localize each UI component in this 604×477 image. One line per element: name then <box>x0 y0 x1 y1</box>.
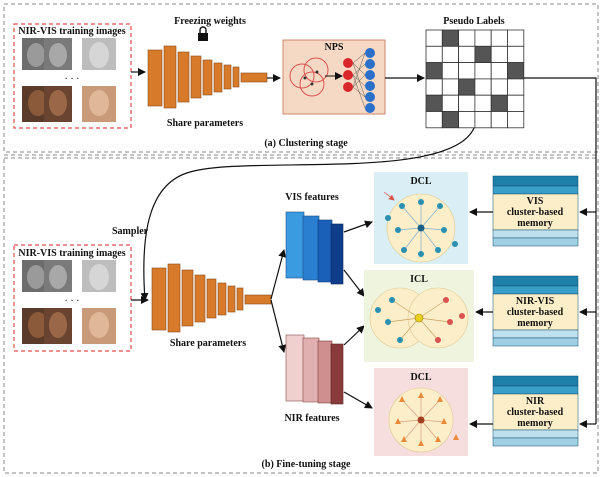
pseudo-label-cell <box>507 29 525 47</box>
vis-features-label: VIS features <box>285 192 339 203</box>
pseudo-label-cell-filled <box>425 62 443 80</box>
nps-label: NPS <box>325 42 344 53</box>
dcl-top-label: DCL <box>410 176 431 187</box>
bottom-share-parameters-label: Share parameters <box>170 338 246 349</box>
top-face-thumbnails <box>22 38 116 122</box>
nps-module: NPS <box>282 39 386 115</box>
sampler-label: Sampler <box>112 226 149 237</box>
pseudo-label-cell <box>425 111 443 129</box>
pseudo-label-cell <box>441 62 459 80</box>
dcl-bottom-label: DCL <box>410 372 431 383</box>
icl-label: ICL <box>410 274 428 285</box>
pseudo-label-cell <box>474 29 492 47</box>
clustering-stage-frame <box>3 3 599 153</box>
pseudo-label-cell <box>441 78 459 96</box>
dcl-bottom-panel: DCL <box>374 368 468 456</box>
vis-memory-line3: memory <box>517 218 553 229</box>
cnn-to-nir-arrow <box>270 299 287 353</box>
nir-to-dcl-arrow <box>343 391 373 409</box>
finetuning-stage-caption: (b) Fine-tuning stage <box>262 459 351 470</box>
pseudo-label-cell <box>474 78 492 96</box>
icl-panel: ICL <box>364 270 474 362</box>
pseudo-label-cell <box>474 94 492 112</box>
pseudo-label-cell-filled <box>425 94 443 112</box>
labels-to-memories-line <box>524 77 597 424</box>
freezing-weights-label: Freezing weights <box>174 16 246 27</box>
top-input-ellipsis: · · · <box>65 74 80 85</box>
vis-memory-line2: cluster-based <box>507 207 564 218</box>
pseudo-label-cell-filled <box>474 45 492 63</box>
dcl-top-panel: DCL <box>374 172 468 264</box>
nirvis-memory-line2: cluster-based <box>507 307 564 318</box>
pseudo-label-cell <box>458 45 476 63</box>
nir-features-label: NIR features <box>284 413 339 424</box>
nir-memory-line3: memory <box>517 418 553 429</box>
top-input-title: NIR-VIS training images <box>18 26 125 37</box>
pseudo-labels-title: Pseudo Labels <box>443 16 505 27</box>
nir-to-icl-arrow <box>343 325 365 346</box>
pseudo-label-cell <box>441 45 459 63</box>
nps-cluster-circles <box>289 57 329 97</box>
pseudo-label-cell <box>507 45 525 63</box>
nir-memory-block: NIR cluster-based memory <box>492 375 579 447</box>
pseudo-label-cell <box>458 111 476 129</box>
pseudo-label-cell <box>425 78 443 96</box>
pseudo-label-cell <box>425 29 443 47</box>
vis-memory-block: VIS cluster-based memory <box>492 175 579 247</box>
vis-feature-maps <box>285 211 344 285</box>
top-cnn-backbone <box>147 45 268 109</box>
nir-memory-line1: NIR <box>526 396 545 407</box>
pseudo-labels-grid <box>425 29 525 129</box>
finetuning-stage-frame <box>3 157 599 474</box>
pseudo-label-cell <box>490 62 508 80</box>
pseudo-label-cell <box>507 111 525 129</box>
lock-icon <box>198 26 208 41</box>
pseudo-label-cell <box>458 94 476 112</box>
bottom-input-ellipsis: · · · <box>65 296 80 307</box>
vis-to-icl-arrow <box>343 269 365 297</box>
nir-memory-line2: cluster-based <box>507 407 564 418</box>
nirvis-memory-line3: memory <box>517 318 553 329</box>
bottom-input-title: NIR-VIS training images <box>18 248 125 259</box>
pseudo-label-cell <box>490 45 508 63</box>
bottom-cnn-backbone <box>151 263 272 333</box>
cnn-to-vis-arrow <box>270 249 287 300</box>
pseudo-label-cell <box>458 62 476 80</box>
pseudo-label-cell <box>474 62 492 80</box>
pseudo-label-cell-filled <box>490 94 508 112</box>
nirvis-memory-line1: NIR-VIS <box>516 296 555 307</box>
nir-feature-maps <box>285 334 344 405</box>
pseudo-label-cell <box>425 45 443 63</box>
pseudo-label-cell-filled <box>507 62 525 80</box>
top-input-images-box: NIR-VIS training images · · · <box>13 23 132 129</box>
pseudo-label-cell <box>490 78 508 96</box>
clustering-stage-caption: (a) Clustering stage <box>264 138 348 149</box>
pseudo-label-cell-filled <box>458 78 476 96</box>
vis-memory-line1: VIS <box>527 196 544 207</box>
pseudo-label-cell <box>458 29 476 47</box>
bottom-input-images-box: NIR-VIS training images · · · <box>13 244 132 352</box>
top-share-parameters-label: Share parameters <box>167 118 243 129</box>
pseudo-label-cell <box>490 29 508 47</box>
pseudo-label-cell-filled <box>441 29 459 47</box>
pseudo-label-cell <box>474 111 492 129</box>
pseudo-label-cell <box>490 111 508 129</box>
pseudo-label-cell <box>441 94 459 112</box>
sampler-arrow <box>140 127 475 301</box>
pseudo-label-cell-filled <box>441 111 459 129</box>
bottom-face-thumbnails <box>22 260 116 344</box>
vis-to-dcl-arrow <box>343 220 373 233</box>
pseudo-label-cell <box>507 94 525 112</box>
pseudo-label-cell <box>507 78 525 96</box>
nps-network <box>325 48 375 113</box>
nirvis-memory-block: NIR-VIS cluster-based memory <box>492 275 579 347</box>
